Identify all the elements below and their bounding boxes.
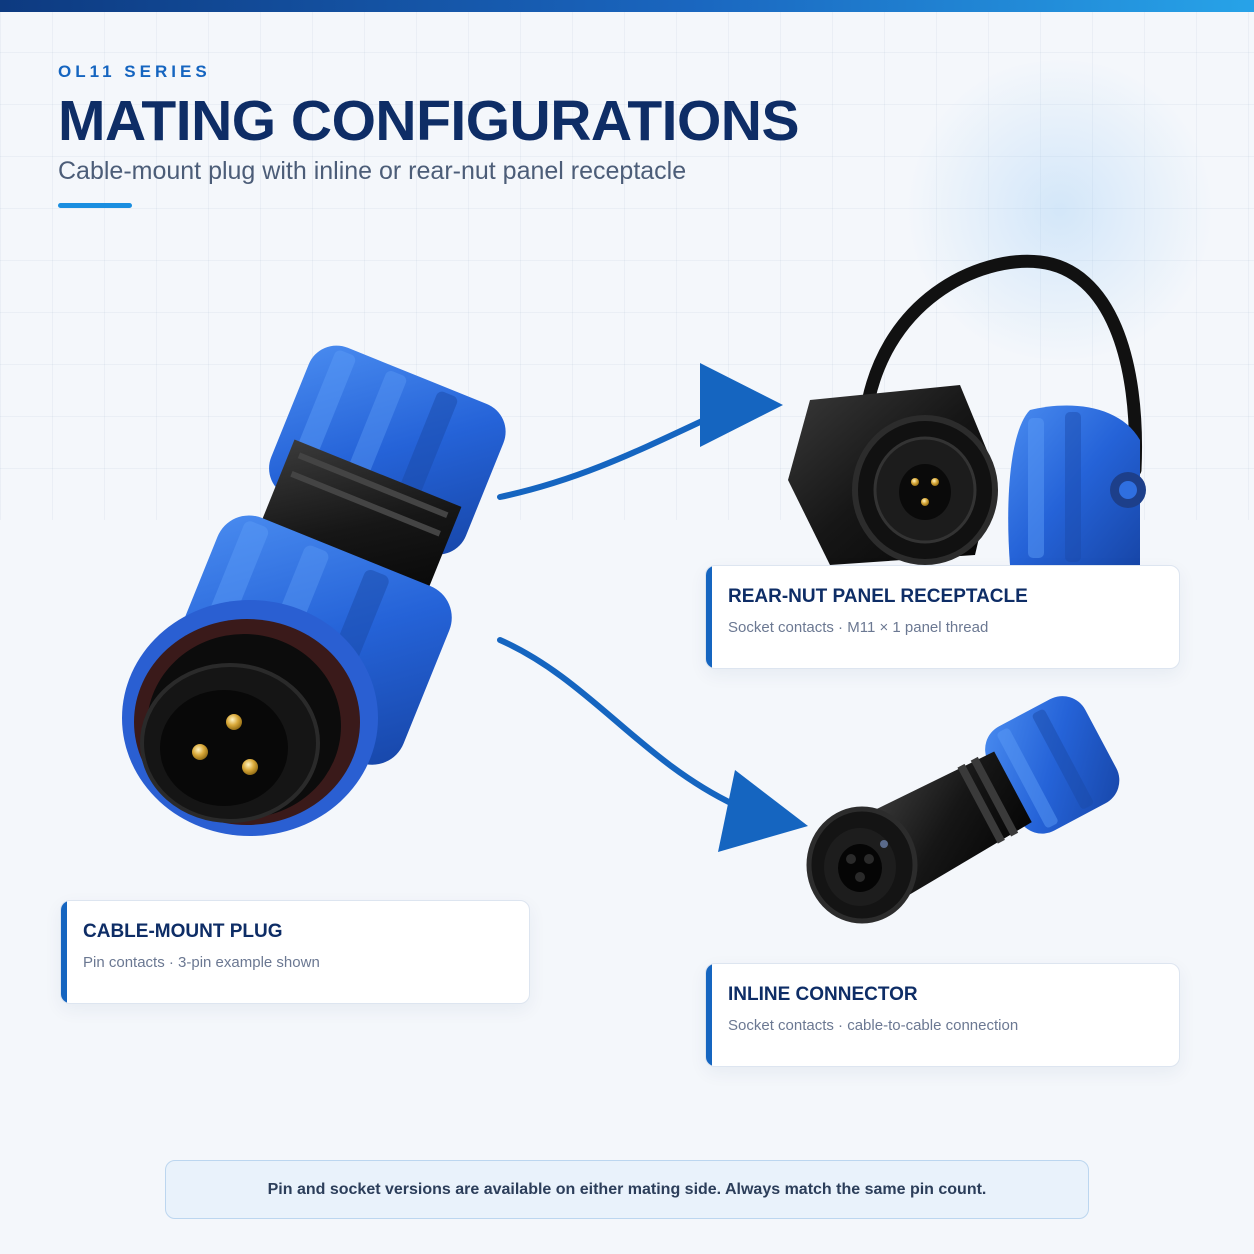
arrow-to-receptacle bbox=[497, 363, 783, 500]
card-accent-bar bbox=[706, 964, 712, 1066]
title-underline bbox=[58, 203, 132, 208]
receptacle-card: REAR-NUT PANEL RECEPTACLE Socket contact… bbox=[705, 565, 1180, 669]
series-eyebrow: OL11 SERIES bbox=[58, 62, 211, 81]
cable-mount-plug-image bbox=[122, 345, 506, 836]
page-title: MATING CONFIGURATIONS bbox=[58, 89, 800, 153]
panel-receptacle-image bbox=[788, 254, 1146, 565]
card-accent-bar bbox=[61, 901, 67, 1003]
plug-card: CABLE-MOUNT PLUG Pin contacts · 3-pin ex… bbox=[60, 900, 530, 1004]
inline-card: INLINE CONNECTOR Socket contacts · cable… bbox=[705, 963, 1180, 1067]
inline-card-description: Socket contacts · cable-to-cable connect… bbox=[728, 1017, 1019, 1034]
background-glow bbox=[900, 60, 1220, 360]
receptacle-card-description: Socket contacts · M11 × 1 panel thread bbox=[728, 619, 989, 636]
inline-connector-image bbox=[806, 696, 1120, 924]
inline-card-title: INLINE CONNECTOR bbox=[728, 984, 918, 1005]
page-subtitle: Cable-mount plug with inline or rear-nut… bbox=[58, 157, 687, 185]
plug-card-title: CABLE-MOUNT PLUG bbox=[83, 921, 283, 942]
card-accent-bar bbox=[706, 566, 712, 668]
receptacle-card-title: REAR-NUT PANEL RECEPTACLE bbox=[728, 586, 1028, 607]
compatibility-note: Pin and socket versions are available on… bbox=[165, 1160, 1089, 1219]
plug-card-description: Pin contacts · 3-pin example shown bbox=[83, 954, 320, 971]
top-accent-bar bbox=[0, 0, 1254, 12]
arrow-to-inline bbox=[497, 637, 808, 852]
